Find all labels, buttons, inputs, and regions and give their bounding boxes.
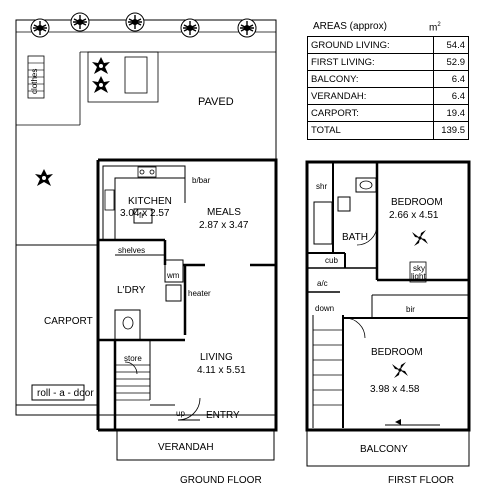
cupboard-label: cub	[325, 256, 338, 265]
aircon-label: a/c	[317, 279, 328, 288]
washing-machine-label: wm	[167, 271, 180, 280]
area-value: 6.4	[433, 70, 469, 88]
laundry-label: L'DRY	[117, 285, 146, 296]
fridge-label: fr	[139, 211, 144, 220]
kitchen-dims: 3.04 x 2.57	[120, 208, 170, 219]
area-label: BALCONY:	[307, 70, 434, 88]
bedroom-1-dims: 2.66 x 4.51	[389, 210, 439, 221]
areas-row: GROUND LIVING: 54.4	[307, 36, 469, 54]
areas-heading: AREAS (approx)	[313, 21, 387, 32]
area-label: VERANDAH:	[307, 87, 434, 105]
shelves-label: shelves	[118, 246, 146, 255]
first-floor-plan	[305, 160, 471, 467]
stairs-down-label: down	[315, 304, 335, 313]
area-value: 52.9	[433, 53, 469, 71]
area-total-label: TOTAL	[307, 121, 434, 140]
area-label: FIRST LIVING:	[307, 53, 434, 71]
heater-label: heater	[188, 289, 211, 298]
area-total-value: 139.5	[433, 121, 469, 140]
bath-label: BATH	[342, 232, 368, 243]
area-value: 54.4	[433, 36, 469, 54]
skylight-label-2: light	[411, 272, 426, 281]
paved-label: PAVED	[198, 96, 234, 108]
robe-label: bir	[406, 305, 415, 314]
up-label: up	[176, 409, 185, 418]
areas-unit: m2	[429, 22, 441, 34]
areas-row: FIRST LIVING: 52.9	[307, 53, 469, 71]
kitchen-name: KITCHEN	[128, 196, 172, 207]
living-name: LIVING	[200, 352, 233, 363]
verandah-label: VERANDAH	[158, 442, 214, 453]
first-floor-caption: FIRST FLOOR	[388, 475, 454, 486]
bbar-label: b/bar	[192, 176, 211, 185]
areas-table: GROUND LIVING: 54.4 FIRST LIVING: 52.9 B…	[307, 36, 469, 140]
shower-label: shr	[316, 182, 328, 191]
clothes-label: clothes	[30, 68, 39, 94]
area-label: CARPORT:	[307, 104, 434, 122]
ground-floor-plan	[15, 19, 278, 461]
living-dims: 4.11 x 5.51	[197, 365, 246, 376]
areas-total-row: TOTAL 139.5	[307, 121, 469, 140]
roller-door-label: roll - a - door	[37, 388, 94, 399]
entry-label: ENTRY	[206, 410, 240, 421]
areas-row: CARPORT: 19.4	[307, 104, 469, 122]
ground-floor-caption: GROUND FLOOR	[180, 475, 262, 486]
bedroom-1-name: BEDROOM	[391, 197, 443, 208]
skylight-label-1: sky	[413, 264, 425, 273]
meals-name: MEALS	[207, 207, 241, 218]
areas-row: BALCONY: 6.4	[307, 70, 469, 88]
carport-label: CARPORT	[44, 316, 93, 327]
bedroom-2-dims: 3.98 x 4.58	[370, 384, 420, 395]
area-value: 19.4	[433, 104, 469, 122]
store-label: store	[124, 354, 142, 363]
meals-dims: 2.87 x 3.47	[199, 220, 249, 231]
area-label: GROUND LIVING:	[307, 36, 434, 54]
balcony-label: BALCONY	[360, 444, 408, 455]
areas-row: VERANDAH: 6.4	[307, 87, 469, 105]
bedroom-2-name: BEDROOM	[371, 347, 423, 358]
area-value: 6.4	[433, 87, 469, 105]
